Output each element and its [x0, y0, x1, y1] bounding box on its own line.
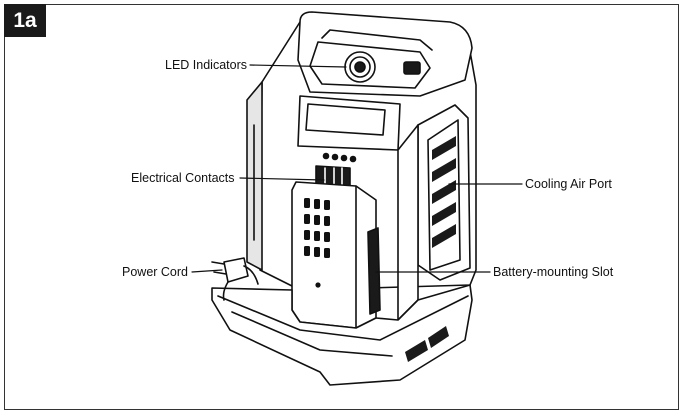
callout-led-indicators: LED Indicators	[165, 58, 247, 72]
callout-electrical-contacts: Electrical Contacts	[131, 171, 235, 185]
callout-cooling-air-port: Cooling Air Port	[525, 177, 612, 191]
cooling-air-port	[432, 136, 456, 248]
power-cord	[211, 257, 259, 301]
battery-mounting-slot	[367, 227, 381, 315]
leader-lines	[191, 64, 523, 273]
figure-tag: 1a	[4, 4, 46, 37]
callout-battery-mounting-slot: Battery-mounting Slot	[493, 265, 614, 279]
tower-vents	[304, 198, 330, 258]
display-window	[305, 103, 386, 136]
base-vents	[405, 326, 449, 362]
led-light	[403, 61, 421, 75]
callout-power-cord: Power Cord	[122, 265, 188, 279]
